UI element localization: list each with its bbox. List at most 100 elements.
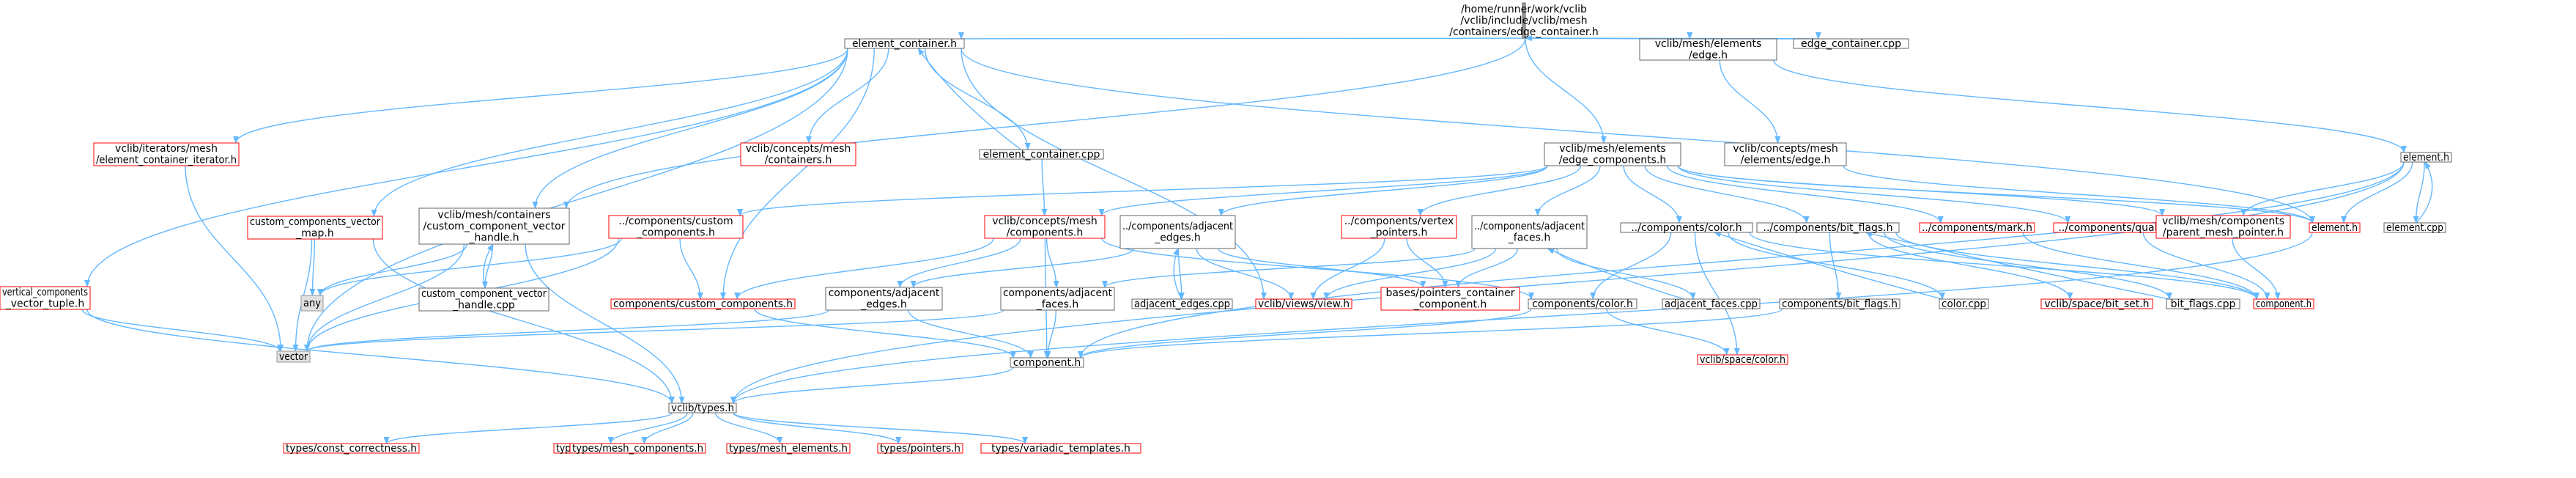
node-color-cpp[interactable]: color.cpp (1939, 298, 1989, 310)
node-label-line: /elements/edge.h (1741, 155, 1831, 166)
node-parent-mesh-pointer[interactable]: vclib/mesh/components/parent_mesh_pointe… (2155, 215, 2291, 239)
node-root[interactable]: /home/runner/work/vclib/vclib/include/vc… (1449, 2, 1599, 39)
edge-color-cpp-to-components-color-rel (1713, 231, 1943, 300)
node-label-line: custom_components_vector (250, 216, 380, 228)
node-label-line: ../components/bit_flags.h (1763, 222, 1893, 234)
node-components-custom-components-rel[interactable]: ../components/custom_components.h (608, 215, 744, 239)
node-element-h-red[interactable]: element.h (2309, 222, 2361, 234)
node-box (726, 443, 851, 454)
node-label-line: vclib/concepts/mesh (1733, 143, 1838, 155)
node-label-line: _handle.h (468, 232, 519, 243)
edge-types-h-to-types-mesh-elements (714, 412, 783, 444)
node-label-line: component.h (1013, 357, 1081, 369)
node-label-line: ../components/vertex (1344, 216, 1454, 227)
edge-path (734, 238, 994, 300)
node-mesh-elements-edge-h[interactable]: vclib/mesh/elements/edge.h (1639, 38, 1777, 62)
node-label-line: element.h (2403, 152, 2449, 163)
node-concepts-mesh-containers[interactable]: vclib/concepts/mesh/containers.h (740, 142, 856, 166)
edge-path (1677, 165, 2315, 224)
node-iterators-mesh[interactable]: vclib/iterators/mesh/element_container_i… (93, 142, 240, 166)
node-label-line: element.h (2312, 222, 2358, 234)
node-element-container-h[interactable]: element_container.h (844, 38, 965, 50)
node-edge-container-cpp[interactable]: edge_container.cpp (1793, 38, 1909, 50)
node-box (984, 215, 1106, 239)
edge-path (2142, 232, 2270, 300)
node-box (1471, 215, 1588, 249)
node-adjacent-edges-cpp[interactable]: adjacent_edges.cpp (1131, 298, 1233, 310)
node-element-container-cpp[interactable]: element_container.cpp (979, 149, 1104, 161)
node-types-h[interactable]: vclib/types.h (668, 402, 737, 414)
node-label-line: vclib/mesh/containers (437, 209, 550, 221)
node-box (418, 207, 570, 245)
node-custom-component-vector-handle-h[interactable]: vclib/mesh/containers/custom_component_v… (418, 207, 570, 245)
edge-path (1455, 248, 1518, 288)
node-components-adjacent-edges-h[interactable]: components/adjacent_edges.h (825, 287, 943, 311)
edge-edge-components-h-to-concepts-mesh-components (1098, 165, 1548, 216)
node-concepts-mesh-elements-edge[interactable]: vclib/concepts/mesh/elements/edge.h (1724, 142, 1847, 166)
edge-path (733, 412, 1028, 444)
node-components-custom-components-h[interactable]: components/custom_components.h (610, 298, 796, 310)
node-element-cpp[interactable]: element.cpp (2383, 222, 2446, 234)
edge-edge-components-h-to-components-vertex-pointers-rel (1417, 165, 1581, 216)
node-types-variadic-templates[interactable]: types/variadic_templates.h (980, 443, 1141, 455)
node-box (2040, 298, 2153, 309)
node-vector[interactable]: vector (276, 350, 311, 363)
node-edge-components-h[interactable]: vclib/mesh/elements/edge_components.h (1544, 142, 1681, 166)
node-components-adjacent-faces-h[interactable]: components/adjacent_faces.h (1000, 287, 1115, 311)
node-custom-component-vector-handle-cpp[interactable]: custom_component_vector_handle.cpp (418, 287, 549, 312)
node-label-line: ../components/color.h (1631, 222, 1742, 234)
edge-element-container-cpp-to-concepts-mesh-components (1041, 158, 1048, 216)
node-components-color-h[interactable]: components/color.h (1528, 298, 1637, 310)
edge-element-container-h-to-iterators-mesh (233, 48, 848, 144)
node-types-mesh-elements[interactable]: types/mesh_elements.h (726, 443, 851, 455)
node-components-bit-flags-rel[interactable]: ../components/bit_flags.h (1756, 222, 1900, 234)
node-box (93, 142, 240, 166)
node-box (418, 287, 549, 312)
node-components-mark-rel[interactable]: ../components/mark.h (1919, 222, 2035, 234)
node-types-pointers[interactable]: types/pointers.h (877, 443, 963, 455)
node-bases-pointers-container[interactable]: bases/pointers_container_component.h (1380, 287, 1520, 311)
edge-path (806, 48, 889, 144)
node-space-bit-set[interactable]: vclib/space/bit_set.h (2040, 298, 2153, 310)
edge-types-h-to-types-const-correctness (383, 412, 673, 444)
node-label-line: _components.h (636, 227, 715, 239)
node-box (1662, 298, 1761, 309)
node-any[interactable]: any (300, 295, 324, 312)
node-label-line: _pointers.h (1370, 227, 1428, 239)
edge-path (1078, 308, 1783, 358)
node-types-const-correctness[interactable]: types/const_correctness.h (283, 443, 420, 455)
node-views-view-h[interactable]: vclib/views/view.h (1255, 298, 1352, 310)
edge-path (481, 243, 494, 289)
edge-path (185, 165, 284, 352)
node-components-adjacent-edges-rel[interactable]: ../components/adjacent_edges.h (1119, 215, 1236, 249)
node-types-mesh-components[interactable]: types/mesh_components.h (569, 443, 706, 455)
edge-edge-components-h-to-components-quality-rel (1677, 165, 2071, 224)
node-concepts-mesh-components[interactable]: vclib/concepts/mesh/components.h (984, 215, 1106, 239)
node-components-color-rel[interactable]: ../components/color.h (1620, 222, 1753, 234)
node-element-h[interactable]: element.h (2400, 152, 2452, 163)
node-components-vertex-pointers-rel[interactable]: ../components/vertex_pointers.h (1341, 215, 1457, 239)
node-box (2166, 298, 2240, 309)
edge-path (1606, 308, 1730, 356)
edge-custom-components-vector-map-to-any (309, 238, 316, 296)
node-label-line: _handle.cpp (452, 300, 515, 312)
node-label-line: bases/pointers_container (1385, 287, 1514, 299)
node-components-adjacent-faces-rel[interactable]: ../components/adjacent_faces.h (1471, 215, 1588, 249)
node-component-h-red[interactable]: component.h (2253, 298, 2314, 310)
node-component-h[interactable]: component.h (1010, 357, 1084, 369)
node-vertical-components[interactable]: vertical_components_vector_tuple.h (0, 286, 91, 310)
node-space-color[interactable]: vclib/space/color.h (1697, 354, 1788, 366)
node-custom-components-vector-map[interactable]: custom_components_vector_map.h (247, 216, 383, 240)
edge-path (2416, 161, 2433, 224)
edge-custom-component-vector-handle-h-to-any (317, 243, 467, 296)
edge-parent-mesh-pointer-to-component-h-red (2232, 238, 2281, 300)
node-components-quality-rel[interactable]: ../components/quality.h (2053, 222, 2184, 234)
node-components-bit-flags-h[interactable]: components/bit_flags.h (1779, 298, 1900, 310)
edge-path (714, 412, 783, 444)
node-label-line: vclib/mesh/components (2162, 216, 2284, 227)
edge-components-color-rel-to-space-color (1694, 232, 1740, 356)
node-adjacent-faces-cpp[interactable]: adjacent_faces.cpp (1662, 298, 1761, 310)
node-label-line: /components.h (1007, 227, 1084, 239)
node-bit-flags-cpp[interactable]: bit_flags.cpp (2166, 298, 2240, 310)
edge-components-adjacent-faces-rel-to-adjacent-faces-cpp (1556, 248, 1696, 300)
